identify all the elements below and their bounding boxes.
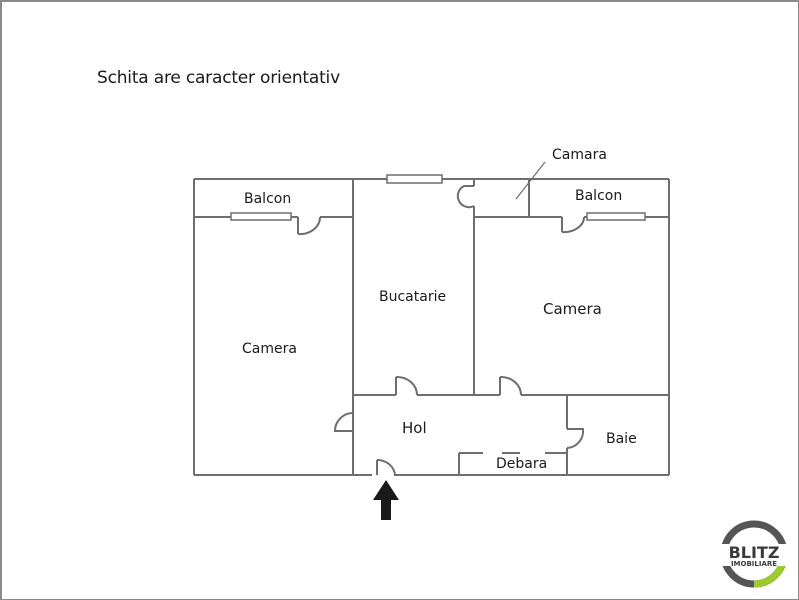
room-label-balcon-right: Balcon [575, 188, 622, 204]
room-label-camera-right: Camera [543, 300, 602, 318]
disclaimer-note: Schita are caracter orientativ [97, 68, 340, 88]
room-label-hol: Hol [402, 419, 427, 437]
room-label-camara: Camara [552, 147, 607, 163]
room-label-camera-left: Camera [242, 341, 297, 357]
entrance-arrow-icon [373, 480, 399, 520]
room-label-debara: Debara [496, 456, 547, 472]
room-label-baie: Baie [606, 431, 637, 447]
room-label-bucatarie: Bucatarie [379, 289, 446, 305]
room-label-balcon-left: Balcon [244, 191, 291, 207]
logo-line2: IMOBILIARE [731, 560, 777, 568]
logo-line1: BLITZ [729, 543, 780, 562]
blitz-imobiliare-logo: BLITZ IMOBILIARE [720, 520, 788, 588]
